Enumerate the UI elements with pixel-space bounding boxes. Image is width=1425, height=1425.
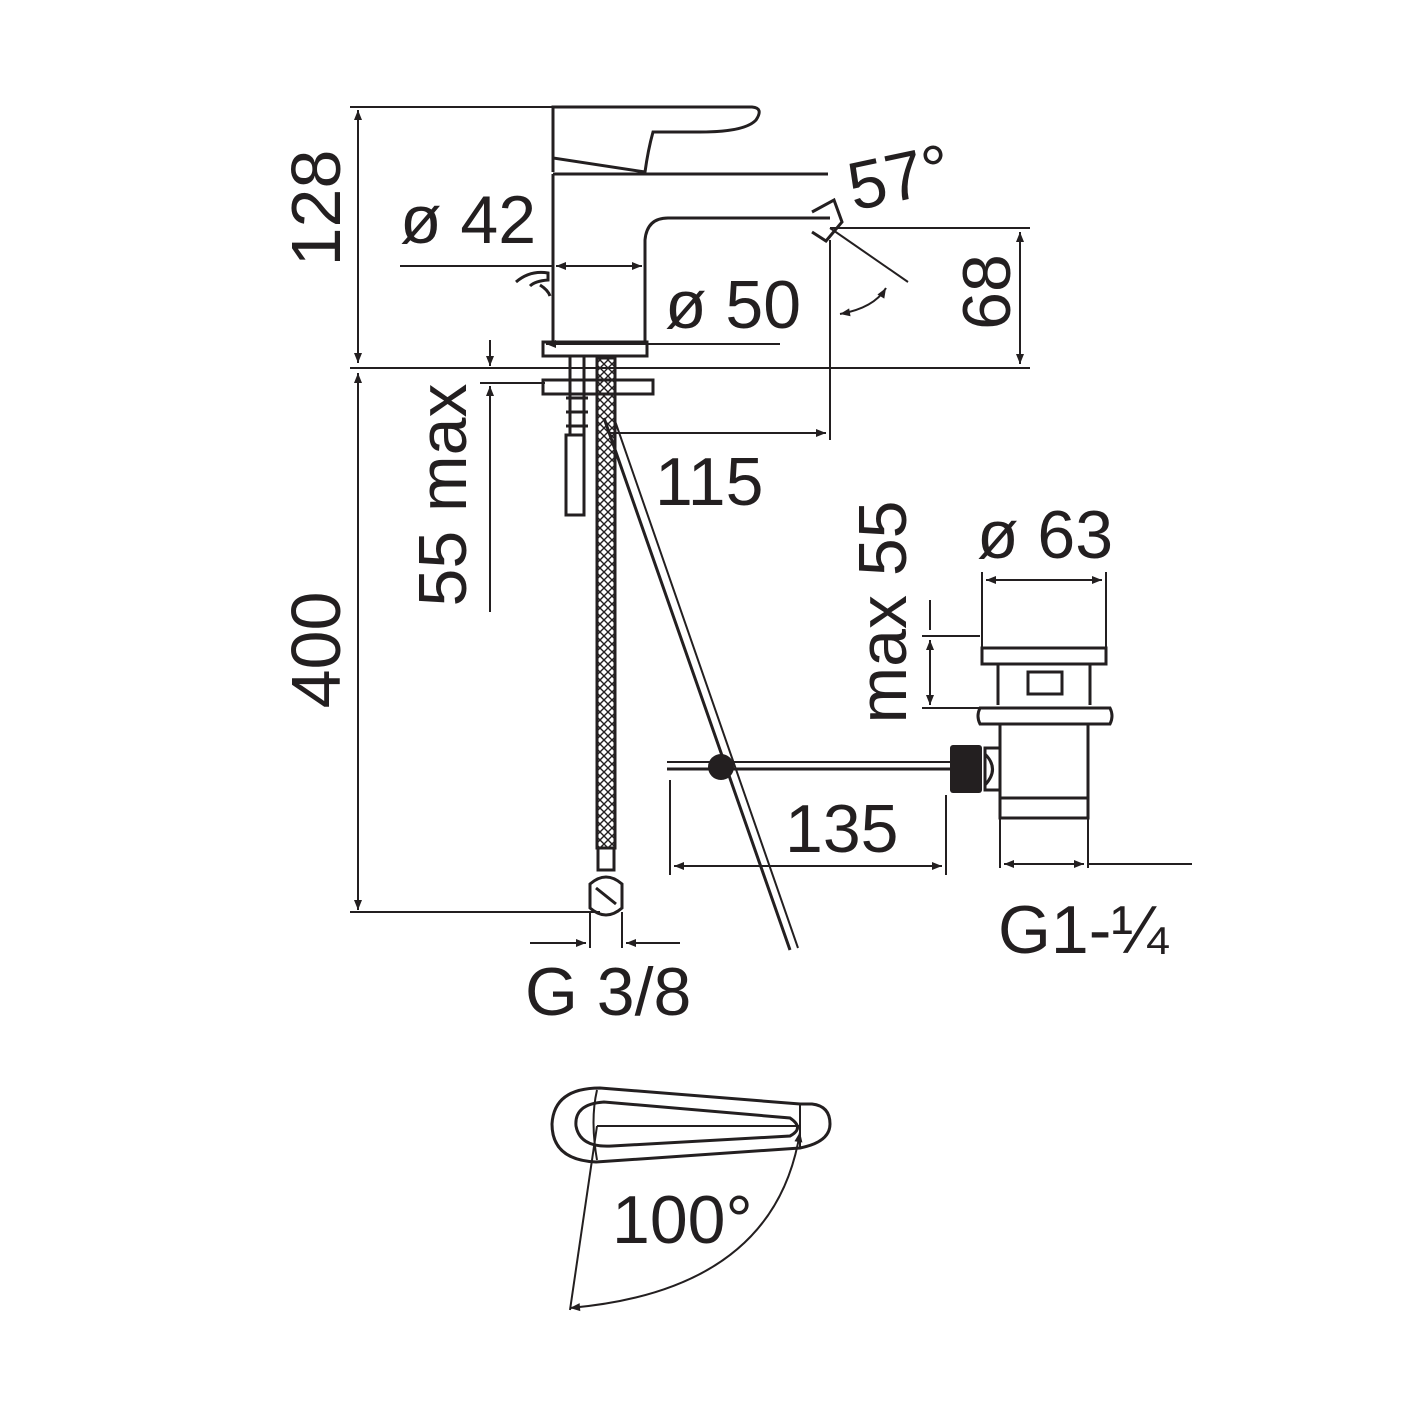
dim-waste-thread: G1-¼ bbox=[998, 892, 1169, 968]
waste-nut bbox=[950, 745, 982, 793]
pull-rod bbox=[602, 417, 792, 951]
braided-hose bbox=[595, 356, 617, 850]
dim-spout-reach: 115 bbox=[655, 444, 763, 520]
faucet-body bbox=[551, 174, 830, 342]
dim-hose-length: 400 bbox=[277, 592, 355, 709]
dim-spout-angle: 57° bbox=[841, 130, 957, 226]
popup-knob bbox=[515, 270, 552, 297]
popup-waste bbox=[667, 646, 1114, 820]
lever-handle bbox=[551, 105, 761, 174]
dim-pull-rod-length: 135 bbox=[785, 791, 898, 867]
lever-top-view bbox=[550, 1086, 832, 1312]
rod-joint bbox=[708, 754, 734, 780]
spout-nozzle bbox=[811, 197, 844, 243]
dim-spout-height: 68 bbox=[949, 254, 1025, 330]
dim-body-diameter: ø 42 bbox=[400, 182, 536, 258]
dim-deck-thickness-max: 55 max bbox=[405, 384, 481, 607]
dim-waste-diameter: ø 63 bbox=[977, 497, 1113, 573]
dim-waste-thickness-max: max 55 bbox=[845, 501, 921, 724]
faucet-side-view bbox=[515, 105, 844, 951]
hose-fitting bbox=[588, 846, 624, 917]
dim-height-total: 128 bbox=[277, 150, 355, 267]
dim-lever-rotation: 100° bbox=[612, 1182, 753, 1258]
dim-inlet-thread: G 3/8 bbox=[525, 954, 691, 1030]
base-plate bbox=[541, 340, 649, 358]
dim-base-diameter: ø 50 bbox=[665, 267, 801, 343]
dimension-lines bbox=[350, 106, 1192, 948]
mounting-rod bbox=[566, 356, 588, 435]
dimension-labels: 128 ø 42 ø 50 57° 68 55 max 115 400 G 3/… bbox=[277, 130, 1169, 1258]
